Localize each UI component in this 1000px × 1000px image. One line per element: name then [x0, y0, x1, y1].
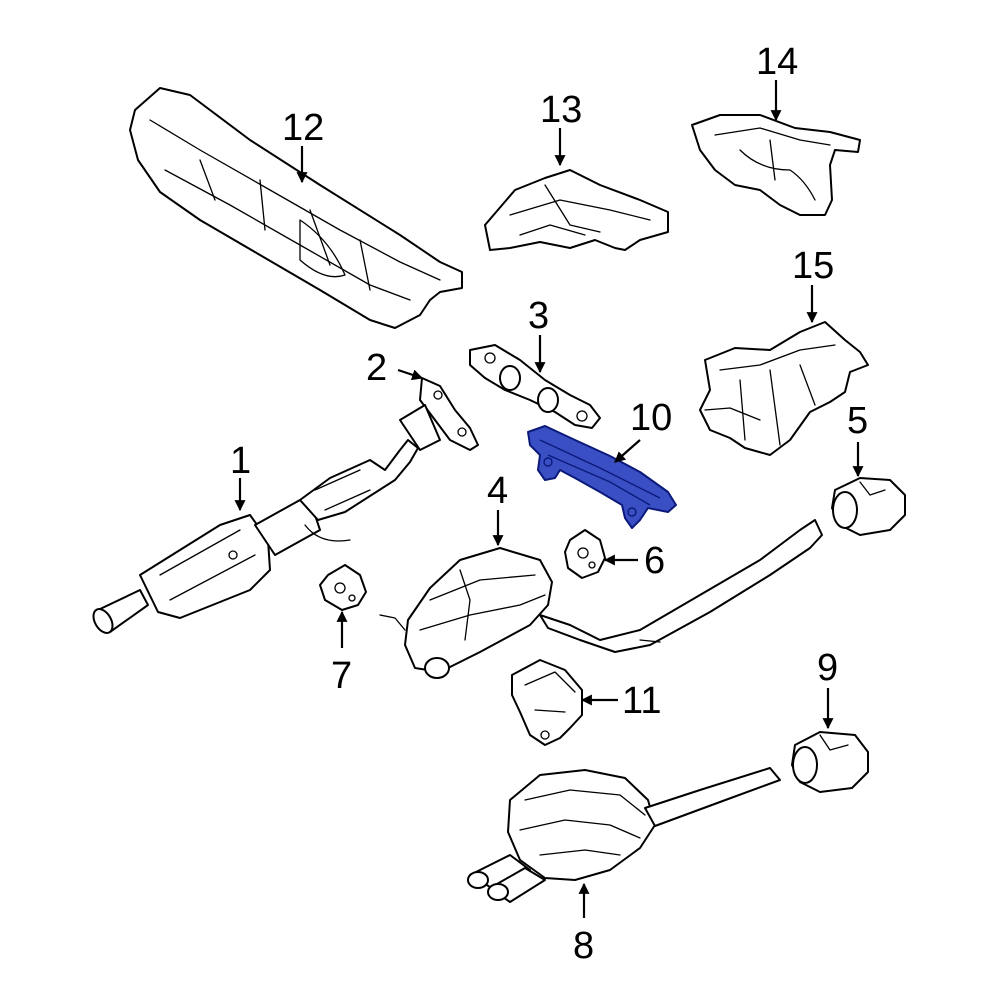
callout-12: 12 [282, 107, 324, 149]
callout-14: 14 [756, 41, 798, 83]
callout-9: 9 [817, 647, 838, 689]
callout-5: 5 [847, 400, 868, 442]
callout-10: 10 [630, 397, 672, 439]
callout-7: 7 [331, 655, 352, 697]
callout-1: 1 [230, 440, 251, 482]
part-14-heat-shield[interactable] [691, 114, 861, 216]
part-7-rubber-hanger[interactable] [319, 564, 367, 611]
part-15-heat-shield[interactable] [699, 321, 869, 456]
callout-3: 3 [528, 295, 549, 337]
part-13-heat-shield[interactable] [484, 169, 669, 251]
part-6-rubber-hanger[interactable] [564, 529, 606, 579]
part-10-bracket-highlighted[interactable] [527, 425, 677, 529]
callout-13: 13 [540, 89, 582, 131]
part-3-mounting-plate[interactable] [469, 344, 601, 429]
part-9-clamp[interactable] [791, 731, 869, 793]
part-12-heat-shield[interactable] [129, 87, 463, 329]
callout-11: 11 [622, 680, 661, 722]
part-11-bracket[interactable] [511, 659, 583, 746]
callout-6: 6 [644, 540, 665, 582]
callout-4: 4 [487, 470, 508, 512]
callout-8: 8 [573, 925, 594, 967]
callout-labels: 1 2 3 4 5 6 7 8 9 10 11 12 13 14 15 [230, 41, 868, 967]
part-5-clamp[interactable] [831, 477, 906, 536]
callout-15: 15 [792, 245, 834, 287]
callout-2: 2 [366, 347, 387, 389]
part-4-intermediate-pipe-resonator[interactable] [379, 519, 823, 679]
part-1-catalytic-converter-pipe[interactable] [90, 404, 441, 636]
leader-lines [234, 80, 864, 918]
part-8-rear-muffler[interactable] [467, 767, 781, 903]
